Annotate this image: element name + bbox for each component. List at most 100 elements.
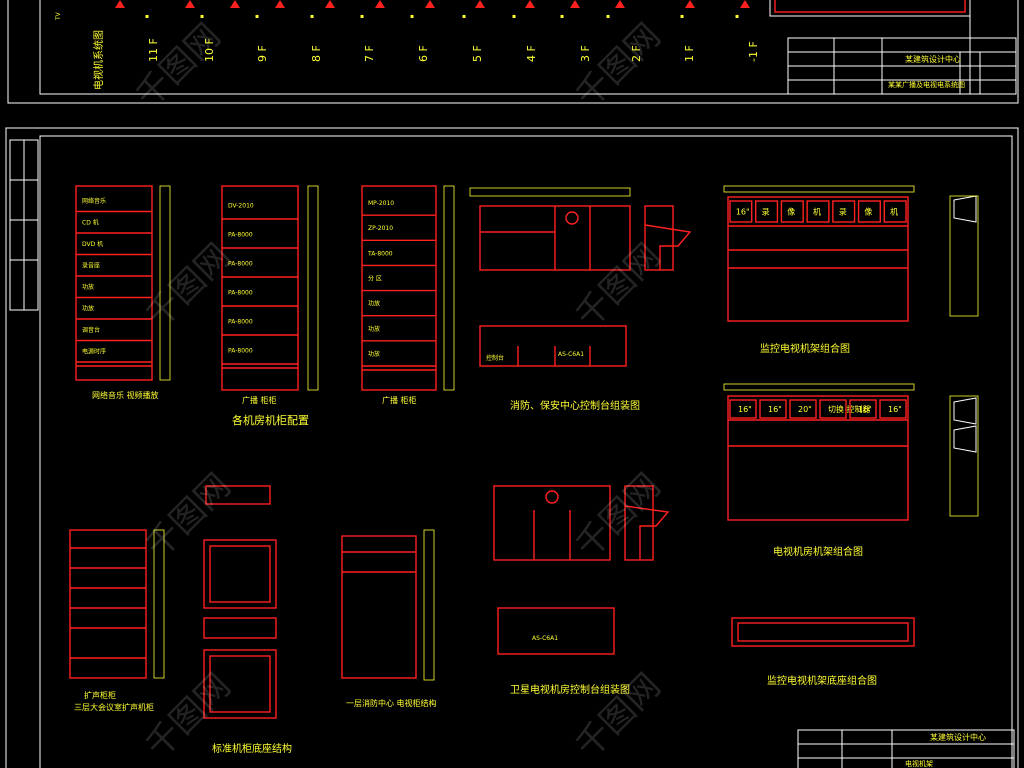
rack-row-label: 功放: [368, 350, 380, 358]
floor-label: 7 F: [363, 45, 376, 62]
rack-row-label: 电源时序: [82, 347, 106, 355]
rack-row-label: PA-8000: [228, 289, 253, 296]
rack-row-label: 分 区: [368, 275, 382, 283]
monitor-screen: [879, 399, 907, 419]
svg-text:▪: ▪: [680, 13, 684, 20]
monitor-label: 切换 控制器: [828, 404, 871, 414]
floor-label: 6 F: [417, 45, 430, 62]
floor-label: 4 F: [525, 45, 538, 62]
monitor-label: 16": [888, 405, 902, 414]
monitor-base: 监控电视机架底座组合图: [731, 617, 915, 687]
svg-text:▪: ▪: [735, 13, 739, 20]
binding-strip: [9, 139, 39, 311]
monitor-label: 16": [858, 405, 872, 414]
floor-labels: 11 F 10 F 9 F 8 F 7 F 6 F 5 F 4 F 3 F 2 …: [147, 38, 760, 62]
riser-tags: TV ▪▪▪ ▪▪▪ ▪▪▪ ▪▪▪: [55, 11, 739, 21]
monitor-wall-caption: 监控电视机架组合图: [760, 342, 850, 355]
monitor-screen: [849, 399, 877, 419]
riser-devices: [115, 0, 971, 17]
svg-text:千图网: 千图网: [138, 466, 238, 566]
rack-row-label: 功放: [82, 304, 94, 312]
satellite-console: AS-C6A1 卫星电视机房控制台组装图: [493, 485, 670, 696]
floor-label: 2 F: [630, 45, 643, 62]
rack-row-label: 功放: [368, 300, 380, 308]
rack-row-label: ZP-2010: [368, 225, 393, 232]
svg-text:▪: ▪: [410, 13, 414, 20]
monitor-screen: [729, 200, 753, 223]
rack-b-caption: 广播 柜柜: [242, 395, 277, 405]
floor-label: 3 F: [579, 45, 592, 62]
svg-text:▪: ▪: [145, 13, 149, 20]
rack-row-label: PA-8000: [228, 318, 253, 325]
monitor-label: 机: [890, 207, 898, 217]
monitor-label: 16": [768, 405, 782, 414]
monitor-label: 16": [738, 405, 752, 414]
svg-text:▪: ▪: [310, 13, 314, 20]
rack-row-label: PA-8000: [228, 347, 253, 354]
svg-text:▪: ▪: [560, 13, 564, 20]
cabinet-base: 标准机柜底座结构: [203, 485, 292, 755]
bottom-title-company: 某建筑设计中心: [930, 732, 986, 742]
monitor-label: 20": [798, 405, 812, 414]
svg-text:▪: ▪: [512, 13, 516, 20]
svg-text:AS-C6A1: AS-C6A1: [532, 635, 558, 642]
rack-row-label: 调音台: [82, 326, 100, 334]
rack-b: DV-2010PA-8000PA-8000PA-8000PA-8000PA-80…: [221, 185, 319, 405]
floor-label: -1 F: [747, 41, 760, 62]
rack-row-label: CD 机: [82, 218, 99, 226]
top-panel-frame: [7, 0, 1019, 104]
satellite-console-caption: 卫星电视机房控制台组装图: [510, 683, 630, 696]
rack-row-label: DVD 机: [82, 240, 103, 248]
wall-box: 一层消防中心 电视柜结构: [341, 529, 437, 708]
bottom-title-drawing: 电视机架: [905, 759, 933, 768]
svg-text:控制台: 控制台: [486, 354, 504, 362]
monitor-screen: [780, 200, 804, 223]
bottom-title-block: 某建筑设计中心 电视机架: [797, 729, 1015, 768]
rack-row-label: TA-8000: [367, 250, 393, 257]
floor-label: 1 F: [683, 45, 696, 62]
floor-label: 8 F: [310, 45, 323, 62]
monitor-label: 像: [787, 207, 795, 217]
svg-text:千图网: 千图网: [138, 236, 238, 336]
small-rack-caption-1: 扩声柜柜: [84, 690, 116, 700]
monitor-screen: [806, 200, 830, 223]
top-title-block: 某建筑设计中心 某某广播及电视电系统图: [787, 37, 1017, 95]
fire-console-caption: 消防、保安中心控制台组装图: [510, 399, 640, 412]
monitor-wall: 16"录像机录像机 监控电视机架组合图: [723, 185, 979, 355]
tv-room-wall-caption: 电视机房机架组合图: [773, 545, 863, 558]
monitor-screen: [729, 399, 757, 419]
svg-text:千图网: 千图网: [568, 16, 668, 116]
monitor-screen: [832, 200, 856, 223]
monitor-label: 像: [864, 207, 872, 217]
sheet-inner-border: [39, 135, 1013, 768]
svg-text:▪: ▪: [255, 13, 259, 20]
monitor-label: 16": [736, 208, 750, 217]
rack-a-caption: 网络音乐 视频播放: [92, 390, 159, 400]
monitor-label: 录: [762, 208, 770, 217]
rack-c-caption: 广播 柜柜: [382, 395, 417, 405]
floor-label: 10 F: [203, 38, 216, 62]
monitor-screen: [789, 399, 817, 419]
fire-console: 控制台 AS-C6A1 消防、保安中心控制台组装图: [469, 187, 692, 412]
small-rack: 扩声柜柜 三层大会议室扩声机柜: [69, 529, 165, 712]
monitor-screen: [755, 200, 779, 223]
svg-text:▪: ▪: [462, 13, 466, 20]
rack-row-label: 录音座: [82, 261, 100, 269]
top-panel: 11 F 10 F 9 F 8 F 7 F 6 F 5 F 4 F 3 F 2 …: [7, 0, 1019, 104]
rack-row-label: PA-8000: [228, 231, 253, 238]
rack-row-label: PA-8000: [228, 260, 253, 267]
wall-box-caption: 一层消防中心 电视柜结构: [346, 698, 437, 708]
svg-text:千图网: 千图网: [568, 236, 668, 336]
rack-row-label: MP-2010: [368, 200, 394, 207]
monitor-base-caption: 监控电视机架底座组合图: [767, 674, 877, 687]
sheet-outer-border: [5, 127, 1019, 768]
monitor-label: 录: [839, 208, 847, 217]
top-title-drawing: 某某广播及电视电系统图: [888, 80, 965, 89]
svg-text:▪: ▪: [606, 13, 610, 20]
rack-row-label: 功放: [368, 325, 380, 333]
top-title-company: 某建筑设计中心: [905, 54, 961, 64]
